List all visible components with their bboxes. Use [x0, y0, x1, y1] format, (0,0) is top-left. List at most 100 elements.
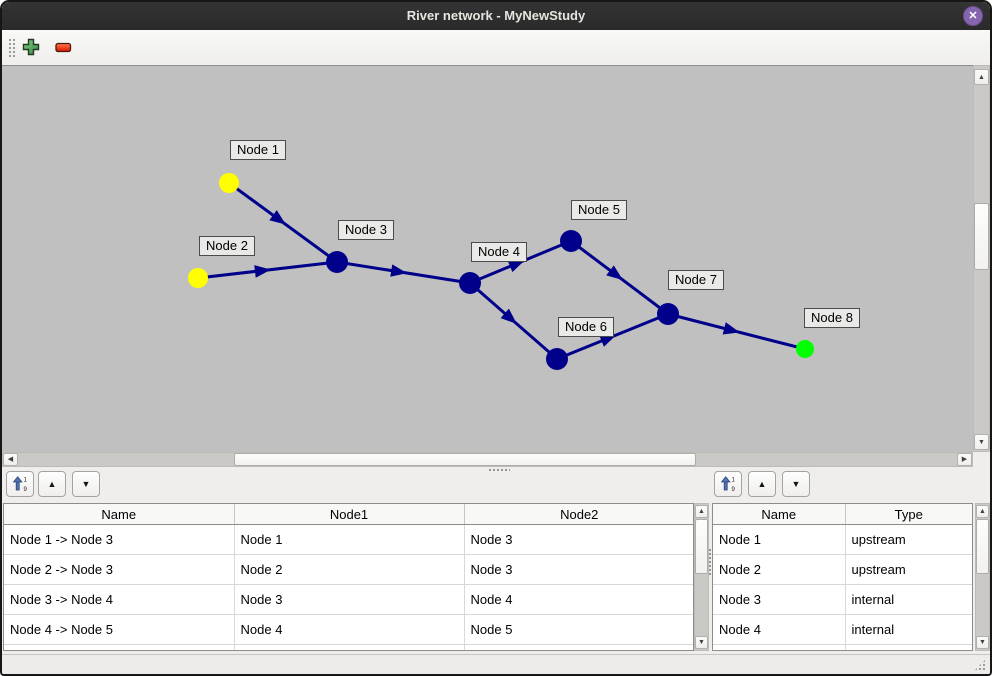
diagram-v-scrollbar[interactable]: ▲ ▼ — [973, 65, 990, 452]
h-scroll-thumb[interactable] — [234, 453, 696, 466]
remove-node-button[interactable] — [52, 36, 74, 58]
table-cell: internal — [845, 584, 972, 615]
node-n2[interactable] — [188, 268, 208, 288]
table-cell: Node 3 — [464, 554, 693, 585]
node-n5[interactable] — [560, 230, 582, 252]
table-cell — [713, 644, 846, 650]
down-arrow-icon: ▼ — [978, 438, 985, 446]
node-label-n5[interactable]: Node 5 — [571, 200, 627, 220]
node-label-n4[interactable]: Node 4 — [471, 242, 527, 262]
up-arrow-icon: ▲ — [979, 508, 986, 515]
node-n1[interactable] — [219, 173, 239, 193]
node-n6[interactable] — [546, 348, 568, 370]
add-icon — [22, 38, 40, 56]
right-arrow-icon: ▶ — [961, 456, 968, 463]
down-arrow-icon: ▼ — [979, 639, 986, 646]
v-scroll-thumb[interactable] — [974, 203, 989, 270]
titlebar: River network - MyNewStudy ✕ — [2, 2, 990, 30]
nodes-v-scrollbar[interactable]: ▲ ▼ — [975, 503, 990, 651]
panel-splitter-handle[interactable] — [488, 468, 510, 473]
sort-icon: 1 9 — [12, 476, 27, 492]
column-header-name[interactable]: Name — [4, 504, 235, 525]
table-cell: Node 4 — [464, 584, 693, 615]
node-label-n7[interactable]: Node 7 — [668, 270, 724, 290]
table-row-partial — [4, 644, 693, 651]
nodes-move-down-button[interactable]: ▼ — [782, 471, 810, 497]
reaches-move-down-button[interactable]: ▼ — [72, 471, 100, 497]
scroll-down-button[interactable]: ▼ — [974, 434, 989, 450]
node-label-n6[interactable]: Node 6 — [558, 317, 614, 337]
reaches-move-up-button[interactable]: ▲ — [38, 471, 66, 497]
node-n7[interactable] — [657, 303, 679, 325]
table-cell: Node 3 — [234, 584, 465, 615]
table-cell — [464, 645, 693, 651]
column-header-node2[interactable]: Node2 — [464, 504, 693, 525]
scroll-up-button[interactable]: ▲ — [695, 505, 708, 518]
reaches-sort-button[interactable]: 1 9 — [6, 471, 34, 497]
flow-arrow-icon — [507, 260, 525, 273]
column-header-name[interactable]: Name — [713, 504, 846, 525]
table-cell — [234, 644, 465, 650]
reaches-v-scrollbar[interactable]: ▲ ▼ — [694, 503, 709, 651]
scroll-down-button[interactable]: ▼ — [695, 636, 708, 649]
node-label-n3[interactable]: Node 3 — [338, 220, 394, 240]
svg-text:9: 9 — [23, 487, 27, 492]
table-cell — [4, 644, 235, 650]
column-header-node1[interactable]: Node1 — [234, 504, 465, 525]
add-node-button[interactable] — [20, 36, 42, 58]
flow-arrow-icon — [390, 264, 408, 277]
table-cell: Node 1 -> Node 3 — [4, 524, 235, 555]
table-row-partial — [713, 644, 972, 650]
main-toolbar — [2, 30, 990, 66]
column-header-type[interactable]: Type — [845, 504, 972, 525]
sort-icon: 1 9 — [720, 476, 735, 492]
table-cell: Node 4 — [234, 614, 465, 645]
down-arrow-icon: ▼ — [698, 639, 705, 646]
nodes-move-up-button[interactable]: ▲ — [748, 471, 776, 497]
scroll-right-button[interactable]: ▶ — [957, 453, 972, 466]
scroll-up-button[interactable]: ▲ — [974, 69, 989, 85]
tables-splitter-handle[interactable] — [708, 548, 713, 576]
move-up-icon: ▲ — [47, 478, 57, 489]
node-n4[interactable] — [459, 272, 481, 294]
move-down-icon: ▼ — [791, 478, 801, 489]
node-label-n1[interactable]: Node 1 — [230, 140, 286, 160]
flow-arrow-icon — [722, 322, 740, 335]
node-label-n8[interactable]: Node 8 — [804, 308, 860, 328]
table-cell: Node 4 -> Node 5 — [4, 614, 235, 645]
window-title: River network - MyNewStudy — [406, 8, 586, 23]
left-arrow-icon: ◀ — [7, 456, 14, 463]
node-label-n2[interactable]: Node 2 — [199, 236, 255, 256]
table-cell: Node 1 — [234, 524, 465, 555]
node-n3[interactable] — [326, 251, 348, 273]
network-canvas[interactable]: Node 1 Node 2 Node 3 Node 4 Node 5 Node 6 Node… — [2, 65, 973, 452]
close-button[interactable]: ✕ — [963, 6, 983, 26]
v-scroll-thumb[interactable] — [695, 519, 708, 574]
v-scroll-thumb[interactable] — [976, 519, 989, 574]
nodes-sort-button[interactable]: 1 9 — [714, 471, 742, 497]
up-arrow-icon: ▲ — [698, 508, 705, 515]
svg-text:1: 1 — [23, 478, 27, 484]
svg-text:1: 1 — [731, 478, 735, 484]
resize-grip[interactable] — [974, 659, 986, 671]
move-up-icon: ▲ — [757, 478, 767, 489]
table-cell: Node 4 — [713, 614, 846, 645]
table-cell: upstream — [845, 554, 972, 585]
flow-arrow-icon — [269, 210, 286, 225]
scroll-down-button[interactable]: ▼ — [976, 636, 989, 649]
scroll-left-button[interactable]: ◀ — [3, 453, 18, 466]
scroll-up-button[interactable]: ▲ — [976, 505, 989, 518]
node-n8[interactable] — [796, 340, 814, 358]
toolbar-drag-handle[interactable] — [8, 38, 16, 58]
diagram-h-scrollbar[interactable]: ◀ ▶ — [2, 452, 973, 467]
